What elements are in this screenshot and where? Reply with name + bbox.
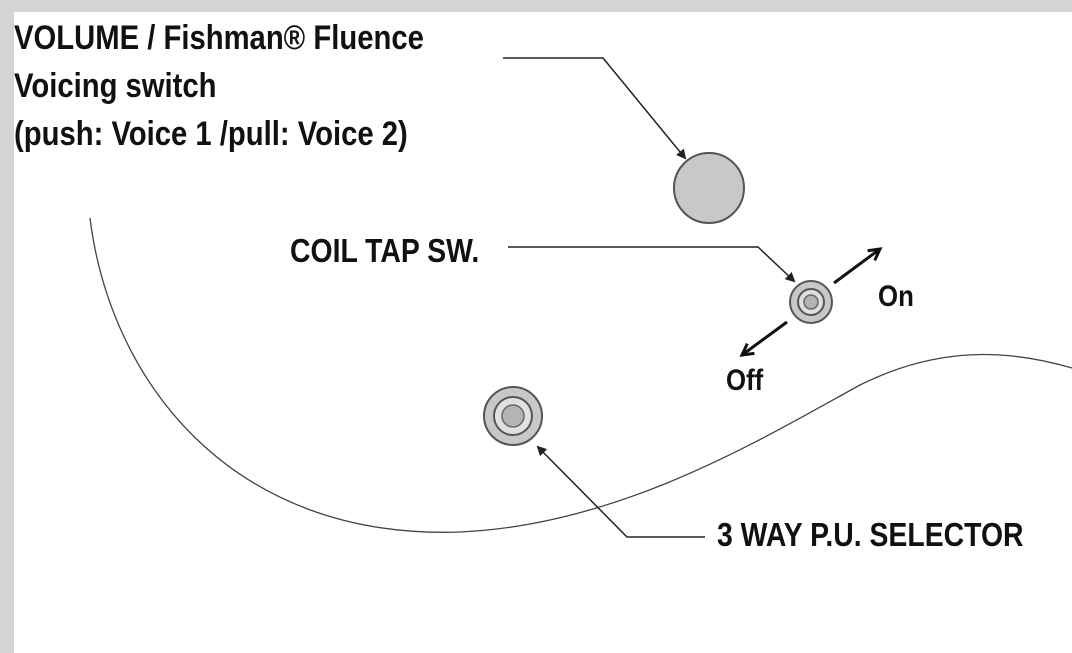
diagram-panel (14, 12, 1072, 653)
guitar-body-outline (89, 217, 1072, 533)
volume-voicing-label: VOLUME / Fishman® Fluence Voicing switch… (14, 14, 424, 158)
pickup-selector-switch (483, 386, 543, 446)
volume-label-line-3: (push: Voice 1 /pull: Voice 2) (14, 115, 408, 153)
on-direction-arrow (833, 249, 880, 285)
volume-label-line-1: VOLUME / Fishman® Fluence (14, 19, 424, 57)
on-label: On (878, 280, 914, 313)
volume-knob (673, 152, 745, 224)
coil-tap-leader-line (508, 246, 796, 283)
coil-tap-switch (789, 280, 833, 324)
selector-leader-line (536, 445, 705, 538)
off-direction-arrow (742, 320, 788, 355)
selector-label: 3 WAY P.U. SELECTOR (717, 516, 1024, 553)
volume-label-line-2: Voicing switch (14, 67, 217, 105)
volume-leader-line (503, 57, 687, 160)
off-label: Off (726, 364, 764, 397)
coil-tap-label: COIL TAP SW. (290, 232, 480, 269)
